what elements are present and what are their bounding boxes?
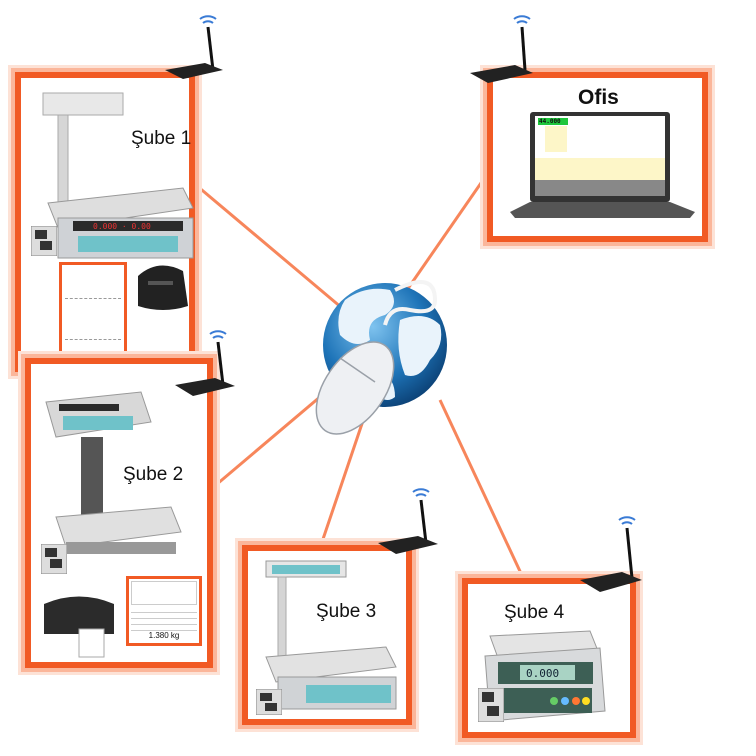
branch2-panel: Şube 2 1.380 kg xyxy=(25,358,213,668)
branch3-label: Şube 3 xyxy=(316,601,377,622)
label-weight: 1.380 kg xyxy=(148,631,180,640)
scale-icon: 0.000 · 0.00 xyxy=(42,92,194,259)
branch1-panel: 0.000 · 0.00 Şube 1 xyxy=(15,72,195,372)
receipt-printer-icon xyxy=(138,265,188,310)
wifi-router-icon xyxy=(378,488,438,554)
laptop-icon xyxy=(510,112,695,218)
office-label: Ofis xyxy=(578,86,619,109)
scale-icon xyxy=(265,560,397,710)
wifi-router-icon xyxy=(175,330,235,396)
link-branch4 xyxy=(438,399,527,583)
ethernet-port-icon xyxy=(478,688,504,722)
wifi-router-icon xyxy=(470,15,533,83)
mouse-icon xyxy=(315,280,438,435)
wifi-router-icon xyxy=(165,15,223,79)
wifi-router-icon xyxy=(580,516,642,592)
branch3-panel: Şube 3 xyxy=(242,545,412,725)
scale-icon xyxy=(45,391,182,554)
branch4-panel: Şube 4 0.000 xyxy=(462,578,636,738)
weight-label: 1.380 kg xyxy=(126,576,202,646)
office-screen-weight: 44.000 xyxy=(539,118,561,125)
ethernet-port-icon xyxy=(256,689,282,715)
scale-icon xyxy=(484,630,606,722)
receipt xyxy=(59,262,127,362)
branch2-label: Şube 2 xyxy=(123,464,184,485)
label-printer-icon xyxy=(44,596,114,658)
ethernet-port-icon xyxy=(41,544,67,574)
link-office xyxy=(398,169,492,301)
branch4-label: Şube 4 xyxy=(504,602,565,623)
svg-text:0.000 · 0.00: 0.000 · 0.00 xyxy=(93,222,151,231)
office-panel: Ofis 44.000 xyxy=(487,72,708,242)
ethernet-port-icon xyxy=(31,226,57,256)
branch4-display: 0.000 xyxy=(526,667,560,680)
branch1-label: Şube 1 xyxy=(131,128,192,149)
